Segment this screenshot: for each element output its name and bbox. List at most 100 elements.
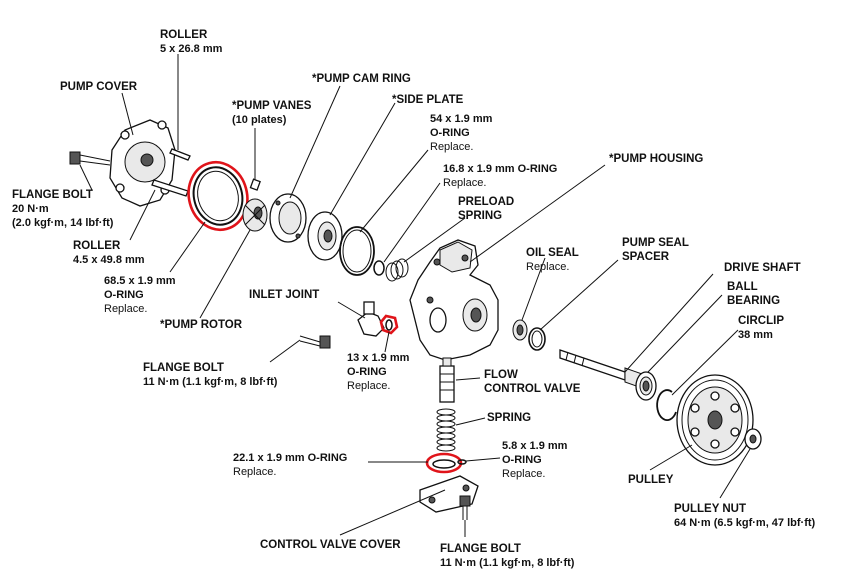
label-title: FLANGE BOLT xyxy=(143,362,224,374)
label-note: Replace. xyxy=(430,141,474,153)
label-inlet-joint: INLET JOINT xyxy=(249,288,319,302)
label-drive-shaft: DRIVE SHAFT xyxy=(724,261,801,275)
pulley-part xyxy=(676,374,754,466)
label-title: PUMP COVER xyxy=(60,81,138,93)
label-title: PULLEY xyxy=(628,474,674,486)
label-title: *PUMP VANES xyxy=(232,100,312,112)
label-oring-5-8: 5.8 x 1.9 mm O-RING Replace. xyxy=(502,439,567,481)
label-pulley-nut: PULLEY NUT 64 N·m (6.5 kgf·m, 47 lbf·ft) xyxy=(674,502,815,530)
label-pump-housing: *PUMP HOUSING xyxy=(609,152,703,166)
flow-control-valve-part xyxy=(439,357,455,403)
ball-bearing-part xyxy=(635,371,657,401)
label-title: *SIDE PLATE xyxy=(392,94,464,106)
label-oring-54: 54 x 1.9 mm O-RING Replace. xyxy=(430,112,492,154)
label-oring-68-5: 68.5 x 1.9 mm O-RING Replace. xyxy=(104,274,176,316)
oring-54-part xyxy=(339,226,375,276)
oring-5-8-part xyxy=(457,459,467,465)
label-title: 68.5 x 1.9 mm xyxy=(104,275,176,287)
label-sub: O-RING xyxy=(347,366,387,378)
label-title: *PUMP HOUSING xyxy=(609,153,704,165)
inlet-joint-part xyxy=(357,301,385,337)
label-sub: O-RING xyxy=(104,289,144,301)
label-title: 5.8 x 1.9 mm xyxy=(502,440,568,452)
label-pump-seal-spacer: PUMP SEAL SPACER xyxy=(622,236,689,264)
preload-spring-part xyxy=(385,258,409,282)
label-title: FLANGE BOLT xyxy=(12,189,93,201)
label-pump-cam-ring: *PUMP CAM RING xyxy=(312,72,411,86)
oring-13-part xyxy=(379,314,399,335)
label-line1: PRELOAD xyxy=(458,196,515,208)
label-oring-16-8: 16.8 x 1.9 mm O-RING Replace. xyxy=(443,162,557,190)
spring-part xyxy=(436,408,456,452)
label-title: SPRING xyxy=(487,412,532,424)
label-title: 13 x 1.9 mm xyxy=(347,352,410,364)
leader-lines xyxy=(79,54,751,537)
label-torque-alt: (2.0 kgf·m, 14 lbf·ft) xyxy=(12,217,114,229)
circlip-part xyxy=(656,389,677,421)
label-line2: SPACER xyxy=(622,251,670,263)
label-flange-bolt-1: FLANGE BOLT 20 N·m (2.0 kgf·m, 14 lbf·ft… xyxy=(12,188,113,230)
label-flange-bolt-3: FLANGE BOLT 11 N·m (1.1 kgf·m, 8 lbf·ft) xyxy=(440,542,574,570)
pump-cam-ring-part xyxy=(269,193,307,243)
label-pulley: PULLEY xyxy=(628,473,673,487)
label-title: PULLEY NUT xyxy=(674,503,746,515)
label-note: Replace. xyxy=(502,468,546,480)
label-preload-spring: PRELOAD SPRING xyxy=(458,195,514,223)
label-title: CIRCLIP xyxy=(738,315,784,327)
label-title: *PUMP CAM RING xyxy=(312,73,411,85)
label-title: ROLLER xyxy=(160,29,208,41)
flange-bolt-left-part xyxy=(69,151,111,166)
label-title: DRIVE SHAFT xyxy=(724,262,801,274)
label-line1: BALL xyxy=(727,281,758,293)
label-oring-22-1: 22.1 x 1.9 mm O-RING Replace. xyxy=(233,451,347,479)
label-pump-cover: PUMP COVER xyxy=(60,80,137,94)
label-line2: CONTROL VALVE xyxy=(484,383,581,395)
label-title: FLANGE BOLT xyxy=(440,543,521,555)
label-title: 54 x 1.9 mm xyxy=(430,113,493,125)
label-pump-vanes: *PUMP VANES (10 plates) xyxy=(232,99,311,127)
flange-bolt-middle-part xyxy=(299,335,331,349)
label-torque: 64 N·m (6.5 kgf·m, 47 lbf·ft) xyxy=(674,517,816,529)
label-spring: SPRING xyxy=(487,411,531,425)
pump-vanes-part xyxy=(249,178,261,191)
label-note: Replace. xyxy=(233,466,277,478)
label-torque: 11 N·m (1.1 kgf·m, 8 lbf·ft) xyxy=(440,557,575,569)
label-flange-bolt-2: FLANGE BOLT 11 N·m (1.1 kgf·m, 8 lbf·ft) xyxy=(143,361,277,389)
label-oil-seal: OIL SEAL Replace. xyxy=(526,246,579,274)
label-torque: 11 N·m (1.1 kgf·m, 8 lbf·ft) xyxy=(143,376,278,388)
roller-top-part xyxy=(169,148,191,161)
oil-seal-part xyxy=(512,319,528,341)
label-note: Replace. xyxy=(347,380,391,392)
label-side-plate: *SIDE PLATE xyxy=(392,93,463,107)
label-title: 16.8 x 1.9 mm O-RING xyxy=(443,163,558,175)
label-title: OIL SEAL xyxy=(526,247,579,259)
label-note: Replace. xyxy=(443,177,487,189)
label-line2: BEARING xyxy=(727,295,781,307)
pump-housing-part xyxy=(409,239,499,361)
label-flow-control-valve: FLOW CONTROL VALVE xyxy=(484,368,580,396)
label-title: INLET JOINT xyxy=(249,289,320,301)
label-pump-rotor: *PUMP ROTOR xyxy=(160,318,242,332)
label-circlip: CIRCLIP 38 mm xyxy=(738,314,784,342)
pump-seal-spacer-part xyxy=(528,327,546,351)
label-torque: 20 N·m xyxy=(12,203,49,215)
label-roller-bottom: ROLLER 4.5 x 49.8 mm xyxy=(73,239,145,267)
oring-22-1-part xyxy=(425,452,463,474)
control-valve-cover-part xyxy=(419,475,479,513)
label-spec: (10 plates) xyxy=(232,114,287,126)
pump-cover-part xyxy=(109,119,176,207)
label-roller-top: ROLLER 5 x 26.8 mm xyxy=(160,28,222,56)
label-spec: 5 x 26.8 mm xyxy=(160,43,223,55)
label-spec: 4.5 x 49.8 mm xyxy=(73,254,145,266)
label-note: Replace. xyxy=(104,303,148,315)
label-line1: FLOW xyxy=(484,369,518,381)
label-control-valve-cover: CONTROL VALVE COVER xyxy=(260,538,401,552)
pump-rotor-part xyxy=(242,198,268,232)
pulley-nut-part xyxy=(744,428,762,450)
label-title: ROLLER xyxy=(73,240,121,252)
oring-68-5-part xyxy=(187,161,249,231)
flange-bolt-bottom-part xyxy=(459,495,471,520)
side-plate-part xyxy=(307,211,343,261)
label-title: 22.1 x 1.9 mm O-RING xyxy=(233,452,348,464)
